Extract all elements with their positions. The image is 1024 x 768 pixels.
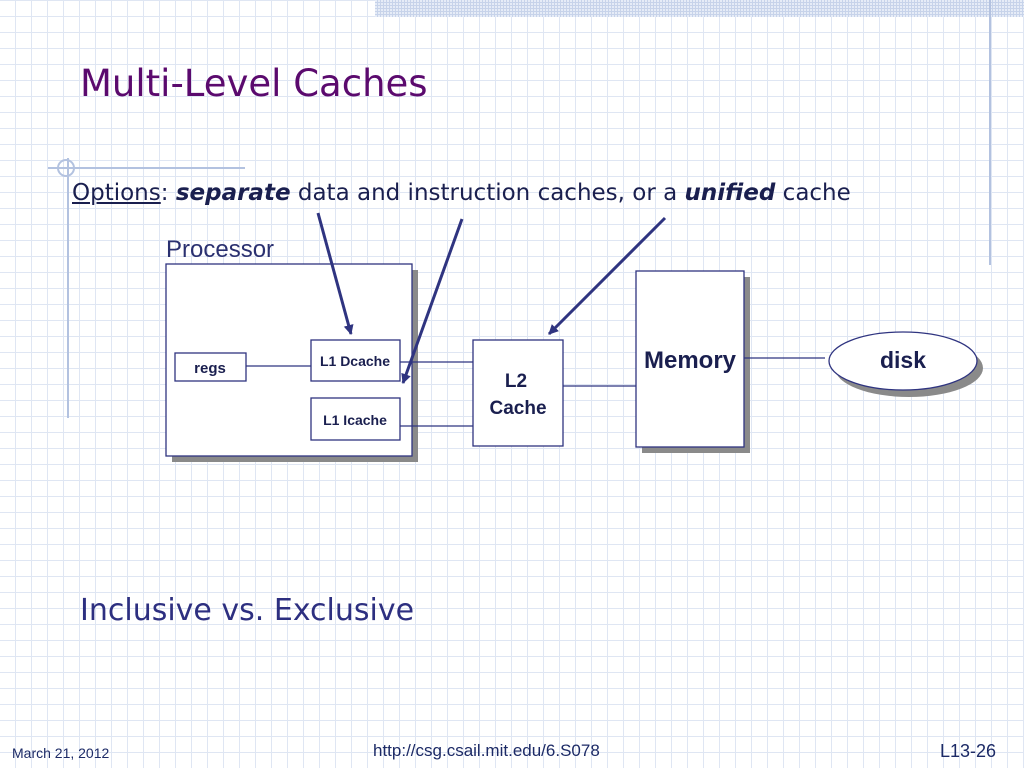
regs-label: regs bbox=[194, 360, 226, 377]
callout-arrows bbox=[316, 212, 667, 384]
options-separate: separate bbox=[175, 180, 291, 206]
l1-dcache-label: L1 Dcache bbox=[320, 353, 390, 369]
l1-dcache-box bbox=[310, 339, 401, 382]
inclusive-exclusive-heading: Inclusive vs. Exclusive bbox=[80, 593, 415, 628]
slide-decoration-lines bbox=[48, 0, 991, 418]
regs-box bbox=[174, 352, 247, 382]
disk-label: disk bbox=[880, 347, 926, 373]
memory-label: Memory bbox=[644, 347, 737, 374]
options-bullet: Options: separate data and instruction c… bbox=[72, 180, 851, 206]
l2-cache-box bbox=[472, 339, 564, 447]
footer-slide-number: L13-26 bbox=[940, 741, 997, 761]
options-colon: : bbox=[160, 180, 176, 206]
l2-label-line2: Cache bbox=[489, 398, 546, 419]
connector-lines bbox=[246, 357, 825, 427]
slide-title: Multi-Level Caches bbox=[80, 62, 428, 105]
options-middle-text: data and instruction caches, or a bbox=[290, 180, 685, 206]
l1-icache-label: L1 Icache bbox=[323, 412, 387, 428]
footer-date: March 21, 2012 bbox=[12, 745, 110, 761]
l2-label-line1: L2 bbox=[505, 371, 527, 392]
l1-icache-box bbox=[310, 397, 401, 441]
options-label: Options bbox=[72, 180, 161, 206]
processor-label: Processor bbox=[166, 236, 274, 263]
header-hatch-band bbox=[375, 0, 1024, 17]
options-unified: unified bbox=[684, 180, 776, 206]
memory-box bbox=[635, 270, 750, 453]
footer-url[interactable]: http://csg.csail.mit.edu/6.S078 bbox=[373, 741, 600, 760]
disk-ellipse bbox=[828, 331, 983, 397]
options-end-text: cache bbox=[775, 180, 851, 206]
